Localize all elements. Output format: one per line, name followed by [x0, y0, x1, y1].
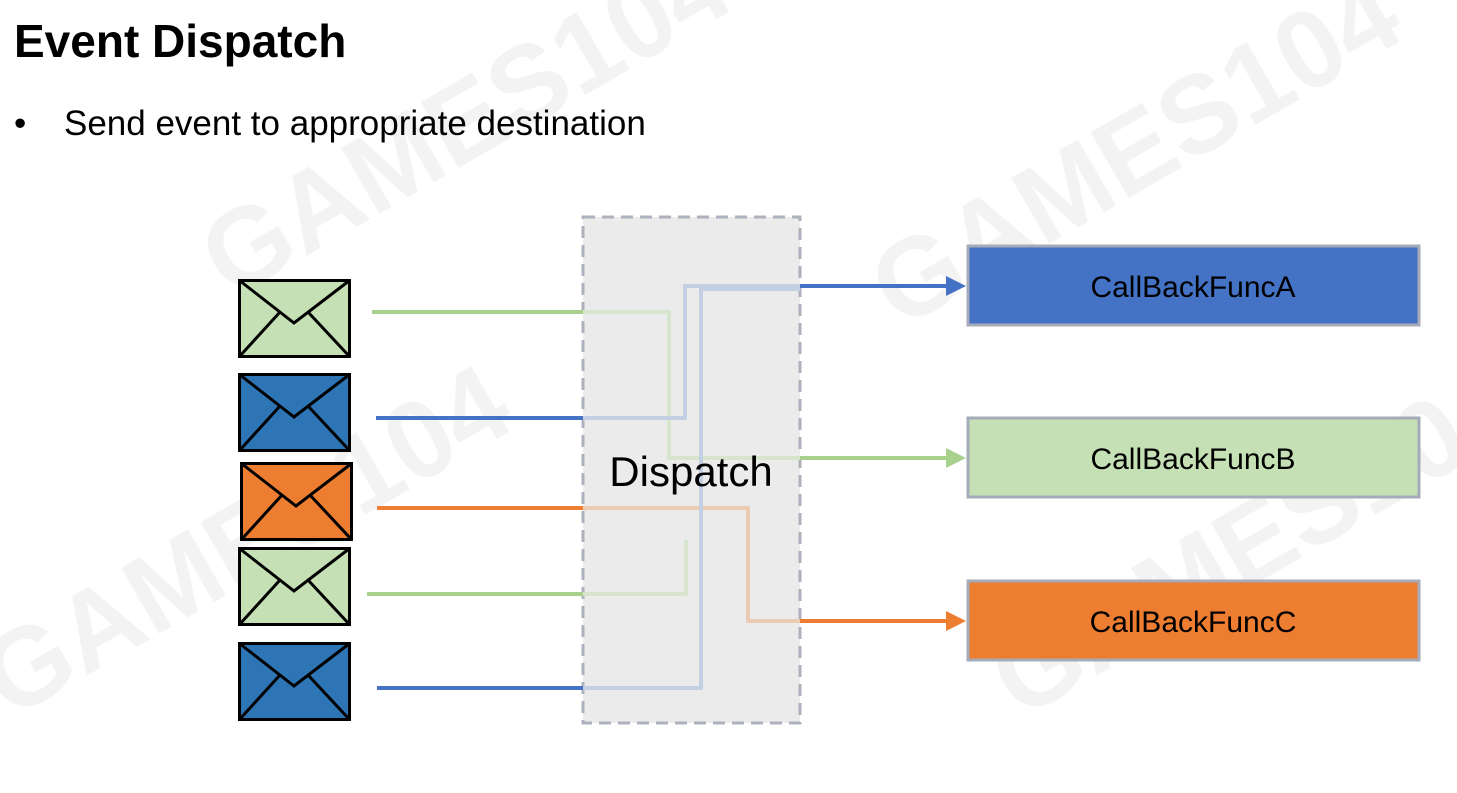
svg-text:GAMES104: GAMES104	[971, 341, 1457, 741]
bullet-dot: •	[14, 104, 27, 143]
callback-c-label: CallBackFuncC	[1090, 606, 1297, 639]
slide-title: Event Dispatch	[14, 15, 347, 67]
dispatch-label: Dispatch	[609, 448, 772, 495]
envelope-icon	[238, 279, 351, 358]
envelope-icon	[238, 547, 351, 626]
route-green-1	[583, 310, 800, 460]
bullet-item: • Send event to appropriate destination	[14, 104, 646, 144]
route-orange	[583, 506, 800, 623]
envelope-icon	[238, 642, 351, 721]
route-green-2	[583, 540, 688, 596]
callback-b: CallBackFuncB	[966, 416, 1421, 499]
dispatch-box	[581, 215, 802, 725]
envelope-icon	[240, 462, 353, 541]
callback-a: CallBackFuncA	[966, 244, 1421, 327]
callback-c: CallBackFuncC	[966, 579, 1421, 662]
route-blue-2	[583, 287, 800, 690]
callback-b-label: CallBackFuncB	[1090, 443, 1295, 476]
routing-lines	[583, 284, 800, 690]
callback-a-label: CallBackFuncA	[1090, 271, 1295, 304]
route-blue-1	[583, 284, 800, 420]
envelope-icon	[238, 373, 351, 452]
bullet-text: Send event to appropriate destination	[64, 104, 646, 143]
incoming-lines	[367, 310, 583, 690]
